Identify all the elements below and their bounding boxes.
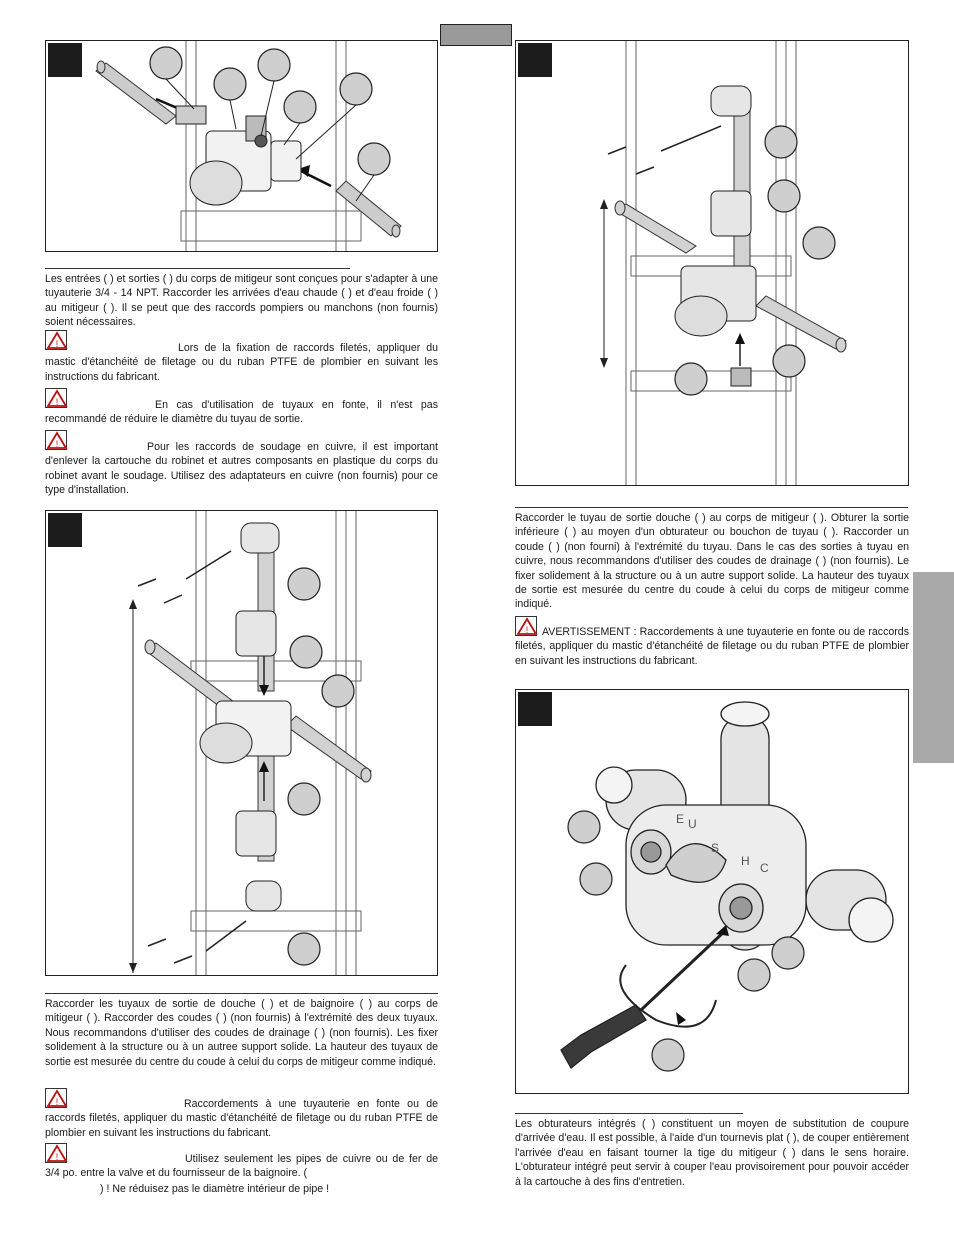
section-2-warning-2: Utilisez seulement les pipes de cuivre o… [45,1153,438,1180]
fig4-label-c: C [760,861,769,875]
svg-text:!: ! [56,1097,59,1107]
step-badge [518,692,552,726]
figure-1-drawing [95,41,402,251]
warning-icon: ! [45,1143,68,1163]
section-1-warning-3: Pour les raccords de soudage en cuivre, … [45,441,438,497]
warning-icon: ! [515,616,538,636]
section-3-paragraph: Raccorder le tuyau de sortie douche ( ) … [515,512,909,611]
section-4-rule [515,1113,743,1114]
fig4-label-s: S [711,841,719,855]
header-tab [440,24,512,46]
section-1-paragraph: Les entrées ( ) et sorties ( ) du corps … [45,273,438,329]
warning-icon: ! [45,388,68,408]
svg-text:!: ! [526,625,529,635]
section-3-rule [515,507,908,508]
figure-3-drawing [600,41,847,485]
section-2-rule [45,993,438,994]
step-badge [48,43,82,77]
step-badge [48,513,82,547]
fig4-label-h: H [741,854,750,868]
section-1-warning-2: En cas d'utilisation de tuyaux en fonte,… [45,399,438,426]
figure-1 [45,40,438,252]
section-4-paragraph: Les obturateurs intégrés ( ) constituent… [515,1118,909,1188]
svg-text:!: ! [56,1152,59,1162]
figure-4: E U S H C [515,689,909,1094]
warning-icon: ! [45,430,68,450]
figure-2 [45,510,438,976]
section-3-warning-1: AVERTISSEMENT : Raccordements à une tuya… [515,626,909,667]
warning-icon: ! [45,330,68,350]
svg-text:!: ! [56,439,59,449]
figure-4-drawing: E U S H C [560,701,894,1072]
section-2-warning-1: Raccordements à une tuyauterie en fonte … [45,1098,438,1139]
section-2-paragraph: Raccorder les tuyaux de sortie de douche… [45,998,438,1068]
figure-3 [515,40,909,486]
section-1-rule [45,268,350,269]
section-2-warning-3: ) ! Ne réduisez pas le diamètre intérieu… [100,1183,330,1195]
fig4-label-e: E [676,812,684,826]
step-badge [518,43,552,77]
warning-icon: ! [45,1088,68,1108]
fig4-label-u: U [688,817,697,831]
section-1-warning-1: Lors de la fixation de raccords filetés,… [45,342,438,383]
svg-text:!: ! [56,397,59,407]
svg-text:!: ! [56,339,59,349]
figure-2-drawing [129,511,372,975]
side-tab [913,572,954,763]
